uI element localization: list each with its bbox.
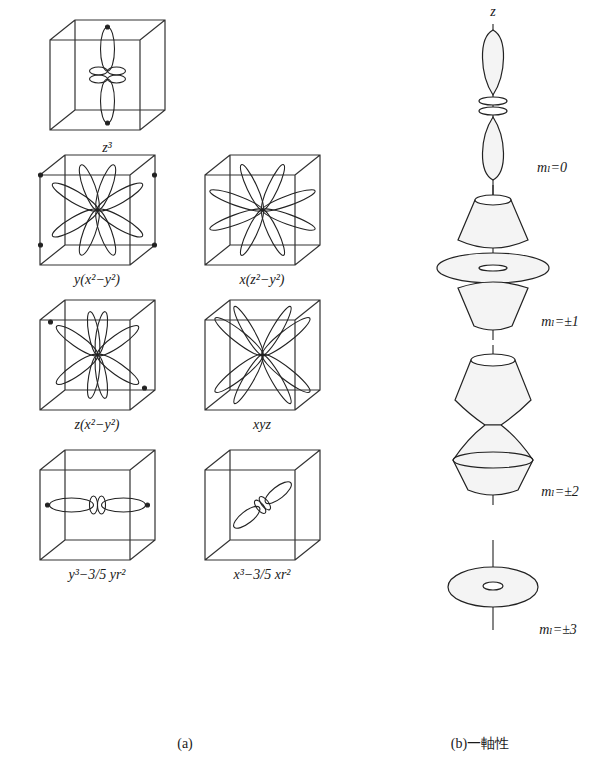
cube [205,155,320,265]
cube [205,300,320,410]
orbital-formula: x³−3/5 xr² [233,567,290,583]
cube [205,450,320,560]
f-orbital [49,311,147,399]
quantum-number: mₗ=±2 [541,484,579,500]
orbital-ml2 [453,354,533,495]
orbital-ml3 [448,567,538,607]
cube [40,450,155,560]
f-orbital [208,163,317,258]
f-orbital [39,163,157,257]
orbital-formula: x(z²−y²) [239,272,284,288]
orbital-formula: xyz [253,417,271,433]
axis-label: z [490,4,495,20]
f-orbital [90,25,126,125]
f-orbital [46,496,150,514]
cube [40,155,155,265]
orbital-ml0 [479,30,507,180]
panel-label: (b)一軸性 [451,736,509,752]
panel-label: (a) [177,736,193,752]
quantum-number: mₗ=±1 [541,314,579,330]
quantum-number: mₗ=±3 [539,622,577,638]
orbital-formula: y³−3/5 yr² [68,567,125,583]
orbital-ml1 [437,195,549,330]
cube [50,20,165,130]
f-orbital [212,304,314,406]
orbital-formula: z(x²−y²) [74,417,119,433]
quantum-number: mₗ=0 [537,160,567,176]
f-orbital [229,477,296,534]
orbital-formula: z³ [102,140,112,156]
orbital-formula: y(x²−y²) [74,272,120,288]
cube [40,300,155,410]
